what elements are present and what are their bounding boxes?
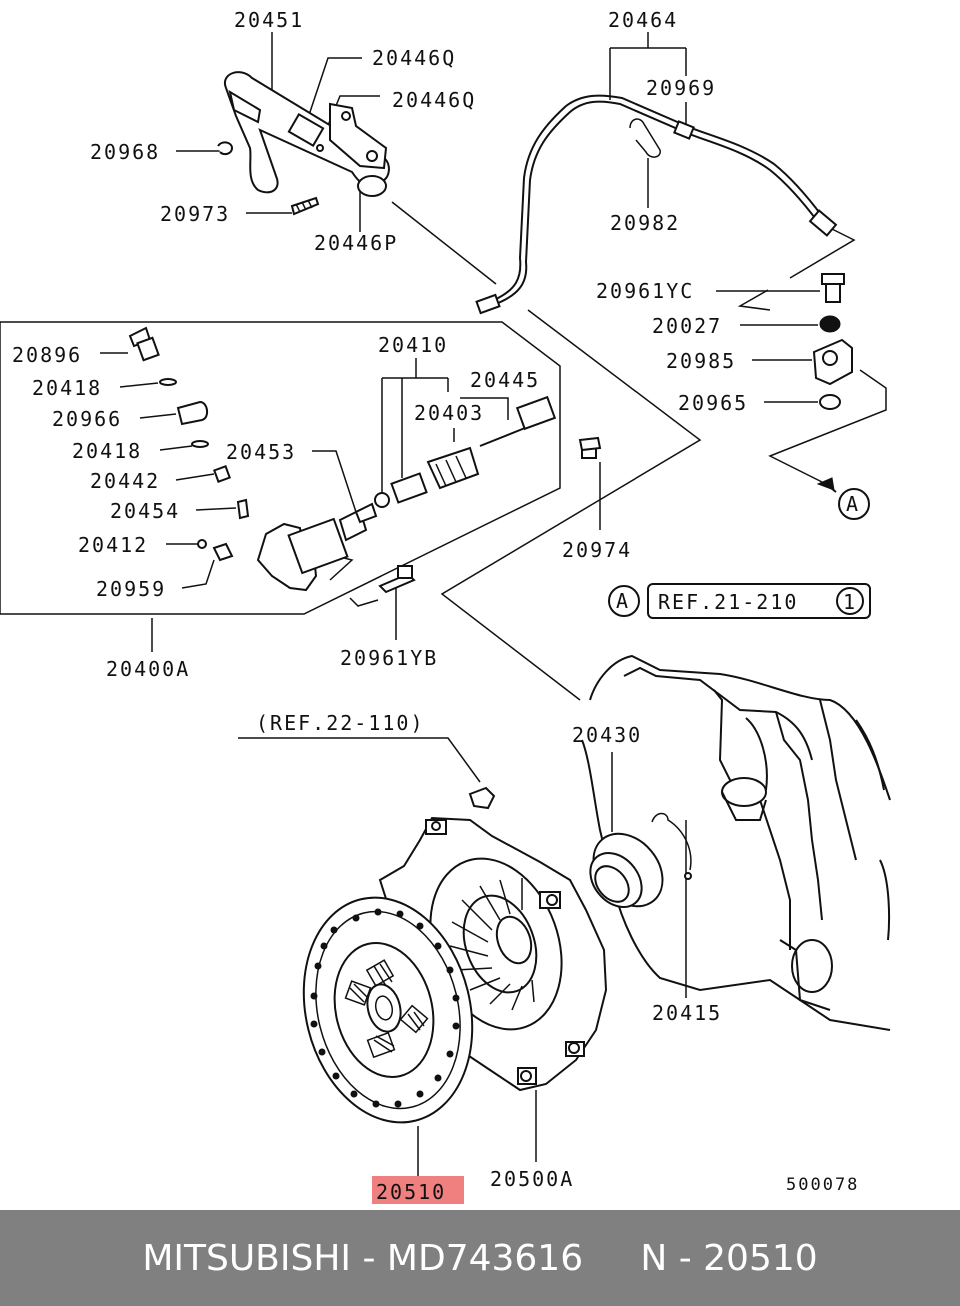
label-20446q-a: 20446Q <box>372 46 456 70</box>
release-fork-assembly <box>217 71 390 216</box>
bracket-hardware <box>812 273 853 493</box>
label-20973: 20973 <box>160 202 230 226</box>
label-20982: 20982 <box>610 211 680 235</box>
ref-markers <box>608 488 871 619</box>
clutch-pipe <box>475 94 838 315</box>
label-20027: 20027 <box>652 314 722 338</box>
label-20442: 20442 <box>90 469 160 493</box>
label-20974: 20974 <box>562 538 632 562</box>
label-20418-b: 20418 <box>72 439 142 463</box>
label-ref-21-210: REF.21-210 <box>658 590 798 614</box>
label-20453: 20453 <box>226 440 296 464</box>
guide-lines <box>0 201 887 701</box>
label-20510: 20510 <box>376 1180 446 1204</box>
label-20410: 20410 <box>378 333 448 357</box>
release-bearing <box>589 812 692 908</box>
label-20412: 20412 <box>78 533 148 557</box>
label-20454: 20454 <box>110 499 180 523</box>
label-20446q-b: 20446Q <box>392 88 476 112</box>
label-marker-a-ref: A <box>616 589 630 613</box>
label-20418-a: 20418 <box>32 376 102 400</box>
label-20403: 20403 <box>414 401 484 425</box>
clutch-parts-diagram: 20451 20446Q 20446Q 20968 20973 20446P 2… <box>0 8 891 1204</box>
footer-part-info: MITSUBISHI - MD743616 N - 20510 <box>142 1237 818 1279</box>
figure-code: 500078 <box>786 1175 859 1195</box>
label-20969: 20969 <box>646 76 716 100</box>
clutch-disc <box>302 896 474 1124</box>
clutch-master-cylinder <box>128 326 602 594</box>
label-20966: 20966 <box>52 407 122 431</box>
part-highlight <box>372 1176 464 1204</box>
label-ref-22-110: (REF.22-110) <box>256 711 425 735</box>
label-20985: 20985 <box>666 349 736 373</box>
transmission-housing <box>581 654 891 1031</box>
label-20961yb: 20961YB <box>340 646 438 670</box>
label-20896: 20896 <box>12 343 82 367</box>
label-ref-21-210-number: 1 <box>843 590 857 614</box>
label-20415: 20415 <box>652 1001 722 1025</box>
label-20464: 20464 <box>608 8 678 32</box>
label-20400a: 20400A <box>106 657 190 681</box>
label-20445: 20445 <box>470 368 540 392</box>
leader-lines <box>100 32 820 1178</box>
label-20500a: 20500A <box>490 1167 574 1191</box>
footer-bar: MITSUBISHI - MD743616 N - 20510 <box>0 1210 960 1306</box>
label-20961yc: 20961YC <box>596 279 694 303</box>
pilot-pin <box>468 786 496 810</box>
label-20446p: 20446P <box>314 231 398 255</box>
label-20451: 20451 <box>234 8 304 32</box>
label-20959: 20959 <box>96 577 166 601</box>
label-20430: 20430 <box>572 723 642 747</box>
label-marker-a-right: A <box>846 492 860 516</box>
label-20968: 20968 <box>90 140 160 164</box>
part-labels: 20451 20446Q 20446Q 20968 20973 20446P 2… <box>12 8 860 1204</box>
label-20965: 20965 <box>678 391 748 415</box>
